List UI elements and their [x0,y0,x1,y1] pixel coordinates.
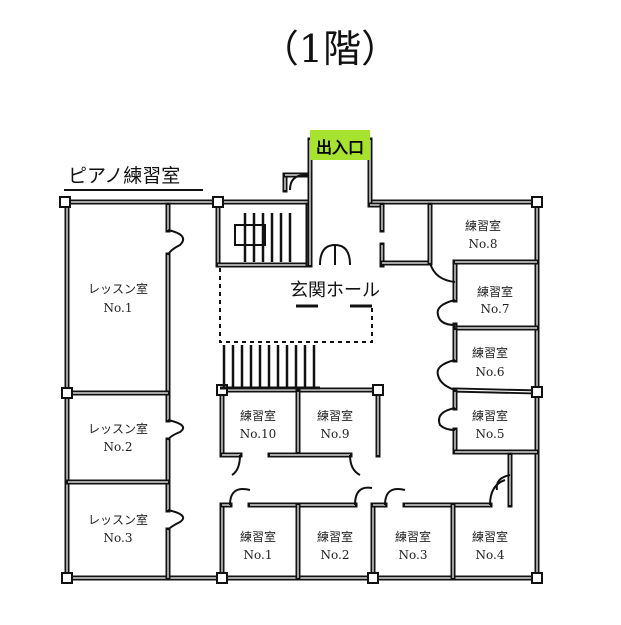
door-swing [489,479,506,506]
door-swing [229,488,251,506]
room-number: No.4 [476,548,505,562]
practice-room-4[interactable]: 練習室 No.4 [472,529,508,562]
column [59,196,71,208]
practice-room-1[interactable]: 練習室 No.1 [240,529,276,562]
room-number: No.2 [321,548,350,562]
column [367,572,379,584]
room-name: レッスン室 [88,421,148,436]
column [372,384,384,396]
entrance-label[interactable]: 出入口 [316,138,364,157]
column [61,387,73,399]
room-number: No.3 [104,531,133,545]
room-name: 練習室 [240,408,276,423]
floor-title: （1階） [261,27,399,71]
door-swing [319,243,351,266]
column [212,196,224,208]
room-name: 練習室 [317,408,353,423]
column [61,572,73,584]
column [531,572,543,584]
lesson-room-2[interactable]: レッスン室 No.2 [88,421,148,454]
room-number: No.2 [104,440,133,454]
practice-room-6[interactable]: 練習室 No.6 [472,345,508,379]
door-swing [438,407,456,431]
column [216,572,228,584]
door-swing [289,174,306,191]
stairs [220,213,320,390]
practice-room-2[interactable]: 練習室 No.2 [317,529,353,562]
room-number: No.8 [469,237,498,251]
hall-label: 玄関ホール [290,280,380,301]
room-number: No.5 [476,427,505,441]
room-name: レッスン室 [88,512,148,527]
practice-room-8[interactable]: 練習室 No.8 [465,218,501,251]
door-swing [495,474,511,491]
door-swing [167,419,184,441]
door-swing [354,486,373,506]
room-number: No.3 [399,548,428,562]
section-label: ピアノ練習室 [68,165,180,187]
entrance-badge [310,130,370,160]
lesson-room-3[interactable]: レッスン室 No.3 [88,512,148,545]
room-name: 練習室 [465,218,501,233]
column [531,386,543,398]
room-name: 練習室 [477,284,513,299]
room-number: No.1 [244,548,273,562]
door-swing [167,229,184,256]
door-swing [384,488,406,506]
door-swing [436,299,456,326]
room-number: No.10 [240,427,277,441]
room-number: No.1 [104,301,133,315]
doors [167,174,511,531]
practice-room-9[interactable]: 練習室 No.9 [317,408,353,441]
door-swing [429,262,456,283]
stair-landing [234,224,266,246]
practice-room-5[interactable]: 練習室 No.5 [472,408,508,441]
practice-room-3[interactable]: 練習室 No.3 [395,529,431,562]
room-name: レッスン室 [88,281,148,296]
room-name: 練習室 [472,345,508,360]
room-number: No.9 [321,427,350,441]
column [531,196,543,208]
room-name: 練習室 [472,408,508,423]
door-swing [167,509,184,531]
door-swing [231,454,241,476]
room-number: No.7 [481,302,510,316]
practice-room-10[interactable]: 練習室 No.10 [240,408,277,441]
room-name: 練習室 [317,529,353,544]
room-name: 練習室 [472,529,508,544]
wall-inner [454,389,538,393]
room-name: 練習室 [395,529,431,544]
walls [59,137,543,584]
practice-room-7[interactable]: 練習室 No.7 [477,284,513,316]
column [216,384,228,396]
door-swing [349,454,361,476]
room-name: 練習室 [240,529,276,544]
lesson-room-1[interactable]: レッスン室 No.1 [88,281,148,315]
door-swing [436,359,456,391]
room-number: No.6 [476,365,505,379]
